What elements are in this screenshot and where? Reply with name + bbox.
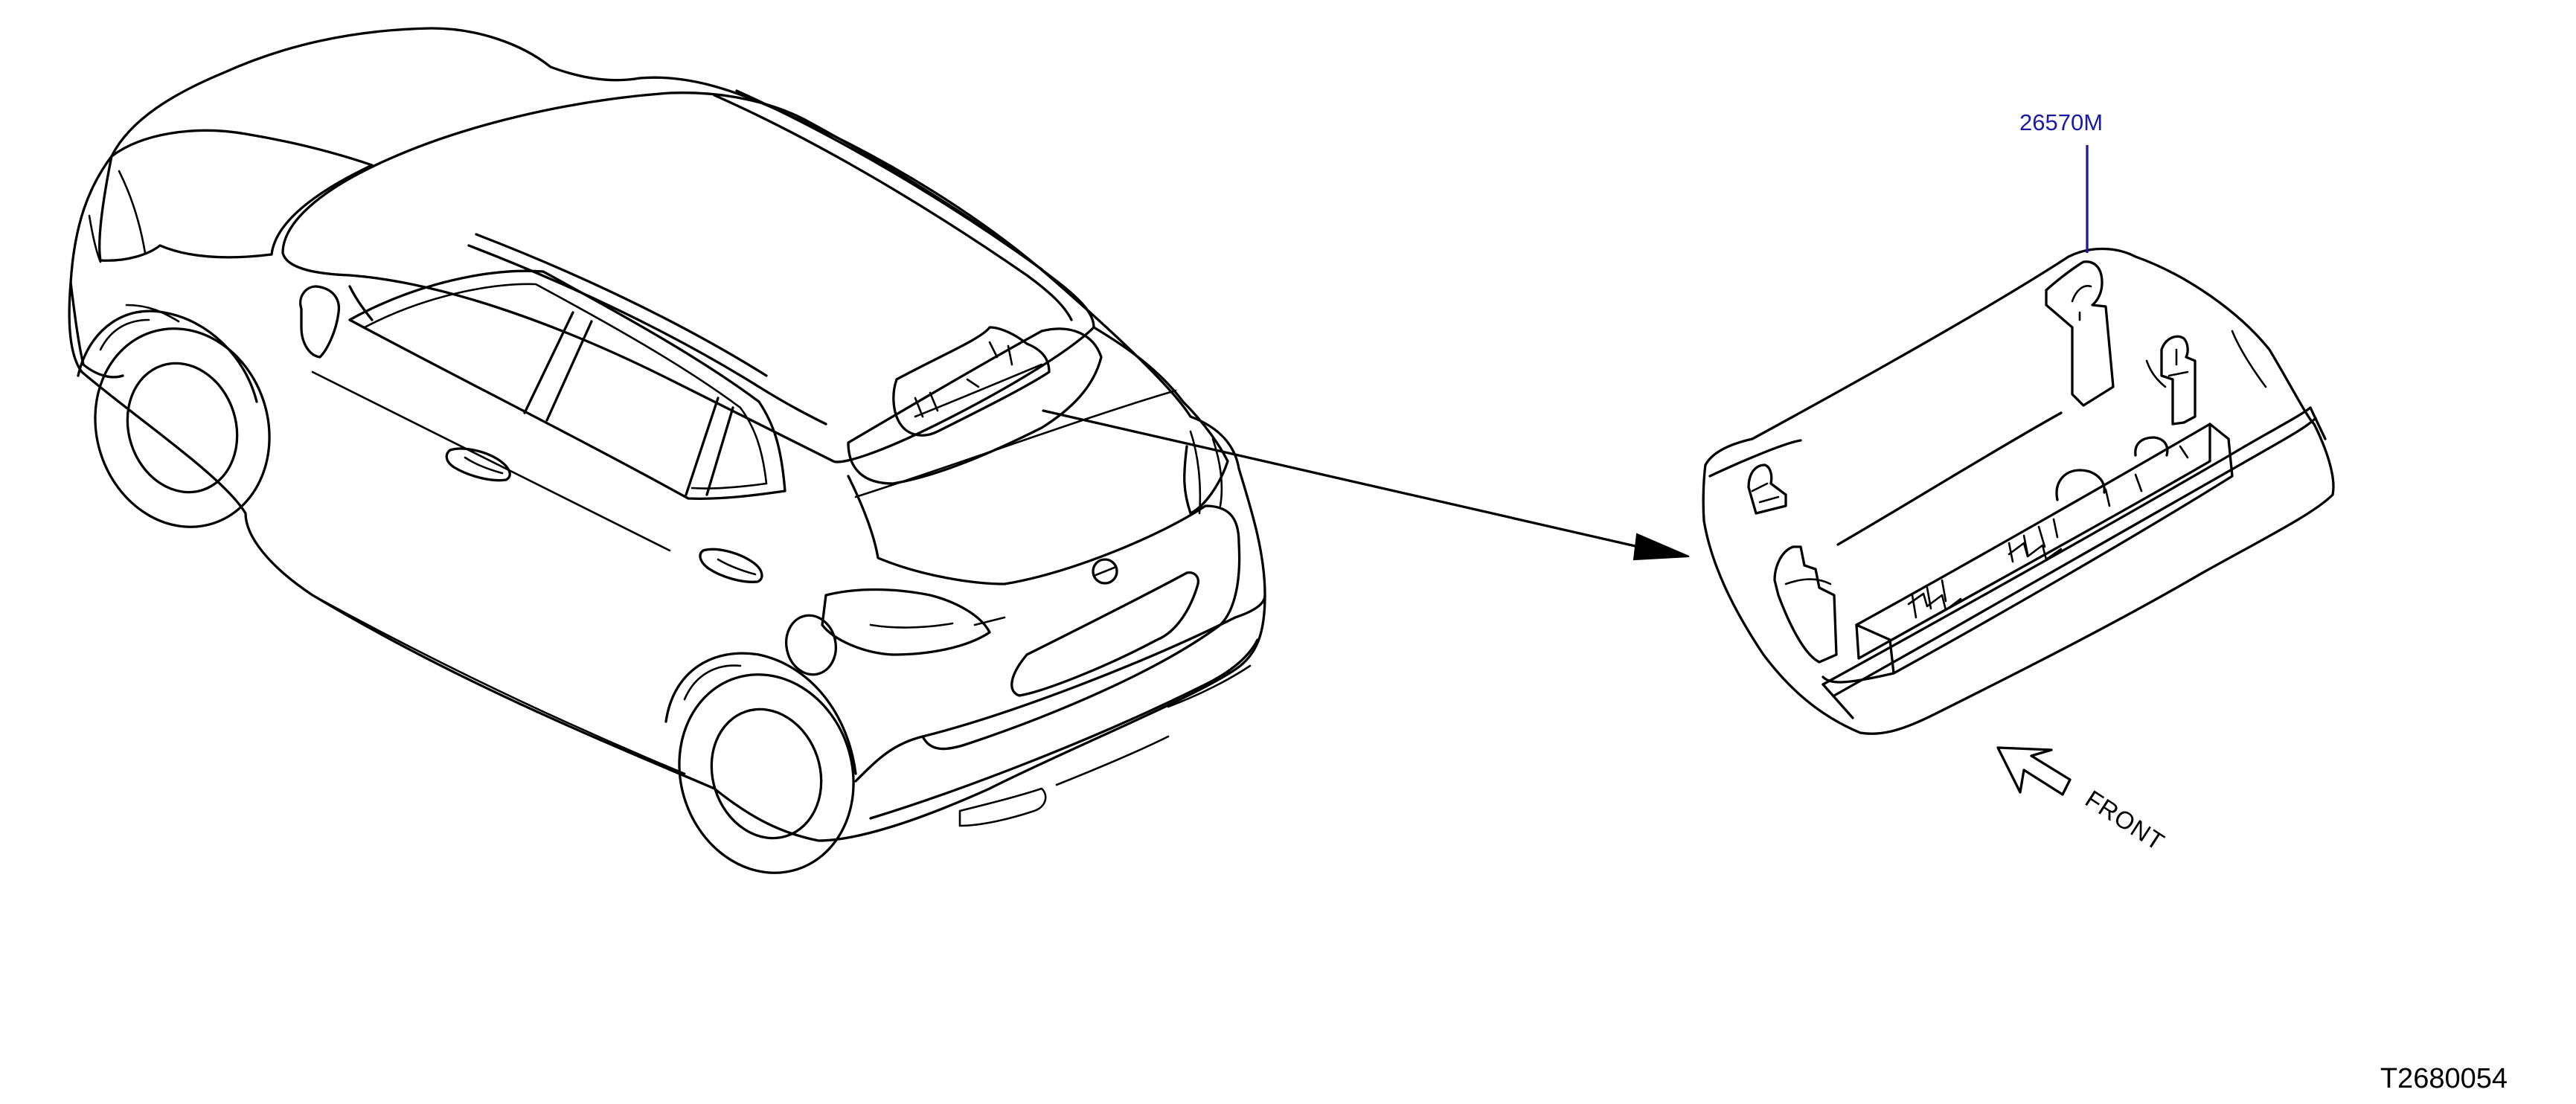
a-pillar (348, 285, 374, 321)
lamp-lens-edge-right (2309, 406, 2327, 440)
d-pillar-trim (1092, 326, 1229, 515)
rear-lamp-left-line-2 (973, 616, 1006, 626)
reflector-strip-face (1888, 437, 2234, 675)
roof-rail-left-inner (475, 233, 768, 377)
c-pillar (685, 397, 720, 496)
rear-door-handle-inner (717, 558, 757, 576)
lamp-base-line (1822, 672, 1895, 684)
side-mirror (299, 285, 341, 359)
front-door-handle (445, 447, 511, 482)
tray-notch-left (2145, 359, 2167, 388)
front-label: FRONT (2080, 785, 2170, 856)
rear-hatch-glass (847, 327, 1103, 485)
rocker-line (311, 594, 686, 775)
rear-emblem (1092, 558, 1118, 585)
roof-rail-right (713, 94, 1073, 321)
part-number-label[interactable]: 26570M (2019, 109, 2103, 135)
reflector-strip-top (1855, 423, 2211, 626)
stop-lamp-location-bar (914, 363, 1043, 418)
hood-crease (118, 170, 147, 254)
mounting-clip-right (2160, 335, 2197, 426)
mounting-hook-top (2045, 260, 2115, 407)
rear-bumper-reflector (958, 787, 1047, 827)
reflector-strip-start (1855, 623, 1891, 641)
mounting-hook-top-inner (2071, 285, 2092, 321)
lamp-inner-wall (1836, 411, 2063, 546)
rear-door-handle (699, 548, 763, 583)
led-zigzag-right (2008, 542, 2063, 561)
lamp-lens-top (1822, 406, 2312, 686)
mounting-tab-left (1773, 545, 1838, 664)
front-wheel (77, 309, 271, 528)
roof-rail-left (467, 244, 827, 426)
rear-emblem-bar (1092, 565, 1118, 577)
front-door-handle-inner (464, 456, 504, 475)
rear-lamp-left-line (869, 622, 954, 629)
b-pillar-2 (545, 320, 593, 422)
reflector-strip-end (2208, 423, 2230, 440)
b-pillar (523, 311, 574, 414)
stop-lamp-location-detail (914, 341, 1013, 418)
hood (98, 129, 374, 262)
license-plate-recess (1010, 571, 1199, 697)
lamp-lens-edge-left (1822, 683, 1854, 719)
lamp-housing-outer (1702, 247, 2335, 735)
diagram-code: T2680054 (2380, 1063, 2508, 1094)
vehicle-illustration (68, 27, 1266, 874)
d-pillar-trim-3 (1211, 437, 1223, 507)
c-pillar-2 (705, 406, 734, 496)
high-mount-stop-lamp-part (1702, 145, 2335, 735)
hood-crease-2 (88, 214, 102, 263)
fuel-door (785, 614, 837, 676)
side-window-frame (348, 269, 786, 500)
led-teeth (1911, 445, 2189, 619)
front-direction-indicator: FRONT (1996, 746, 2170, 856)
rear-bumper (854, 594, 1266, 783)
connector-loop (2055, 469, 2106, 501)
stop-lamp-location (892, 326, 1051, 437)
front-arrow-icon (1996, 746, 2072, 796)
mounting-clip-right-inner (2168, 348, 2189, 377)
rear-bumper-diffuser-2 (1167, 664, 1252, 708)
reflector-strip-front (1855, 423, 2211, 660)
lamp-housing-rim (1708, 439, 1802, 478)
mounting-clip-left-inner (1751, 482, 1780, 504)
side-window-inner (363, 283, 768, 490)
vehicle-body-outline (68, 27, 1266, 842)
rear-lamp-left (821, 588, 991, 656)
rear-wheel (664, 652, 857, 874)
arrow-head (1633, 533, 1690, 561)
leader-arrow (1042, 409, 1690, 561)
lamp-lens-bottom (1833, 417, 2317, 697)
tailgate-spoiler-line (854, 389, 1177, 498)
tailgate (847, 475, 1241, 751)
mounting-clip-left (1747, 463, 1787, 515)
rear-bumper-diffuser (1055, 735, 1170, 786)
roof-panel (281, 92, 1095, 463)
led-zigzag-left (1907, 592, 1962, 612)
door-seam-front (311, 370, 671, 552)
tray-notch-right (2231, 330, 2267, 388)
connector-loop-right (2134, 436, 2169, 457)
mounting-tab-left-inner (1784, 578, 1832, 585)
rear-bumper-lower (869, 638, 1259, 820)
front-fog-area (125, 304, 180, 323)
d-pillar-trim-2 (1189, 430, 1202, 515)
roof-rail-right-inner (735, 89, 1043, 271)
